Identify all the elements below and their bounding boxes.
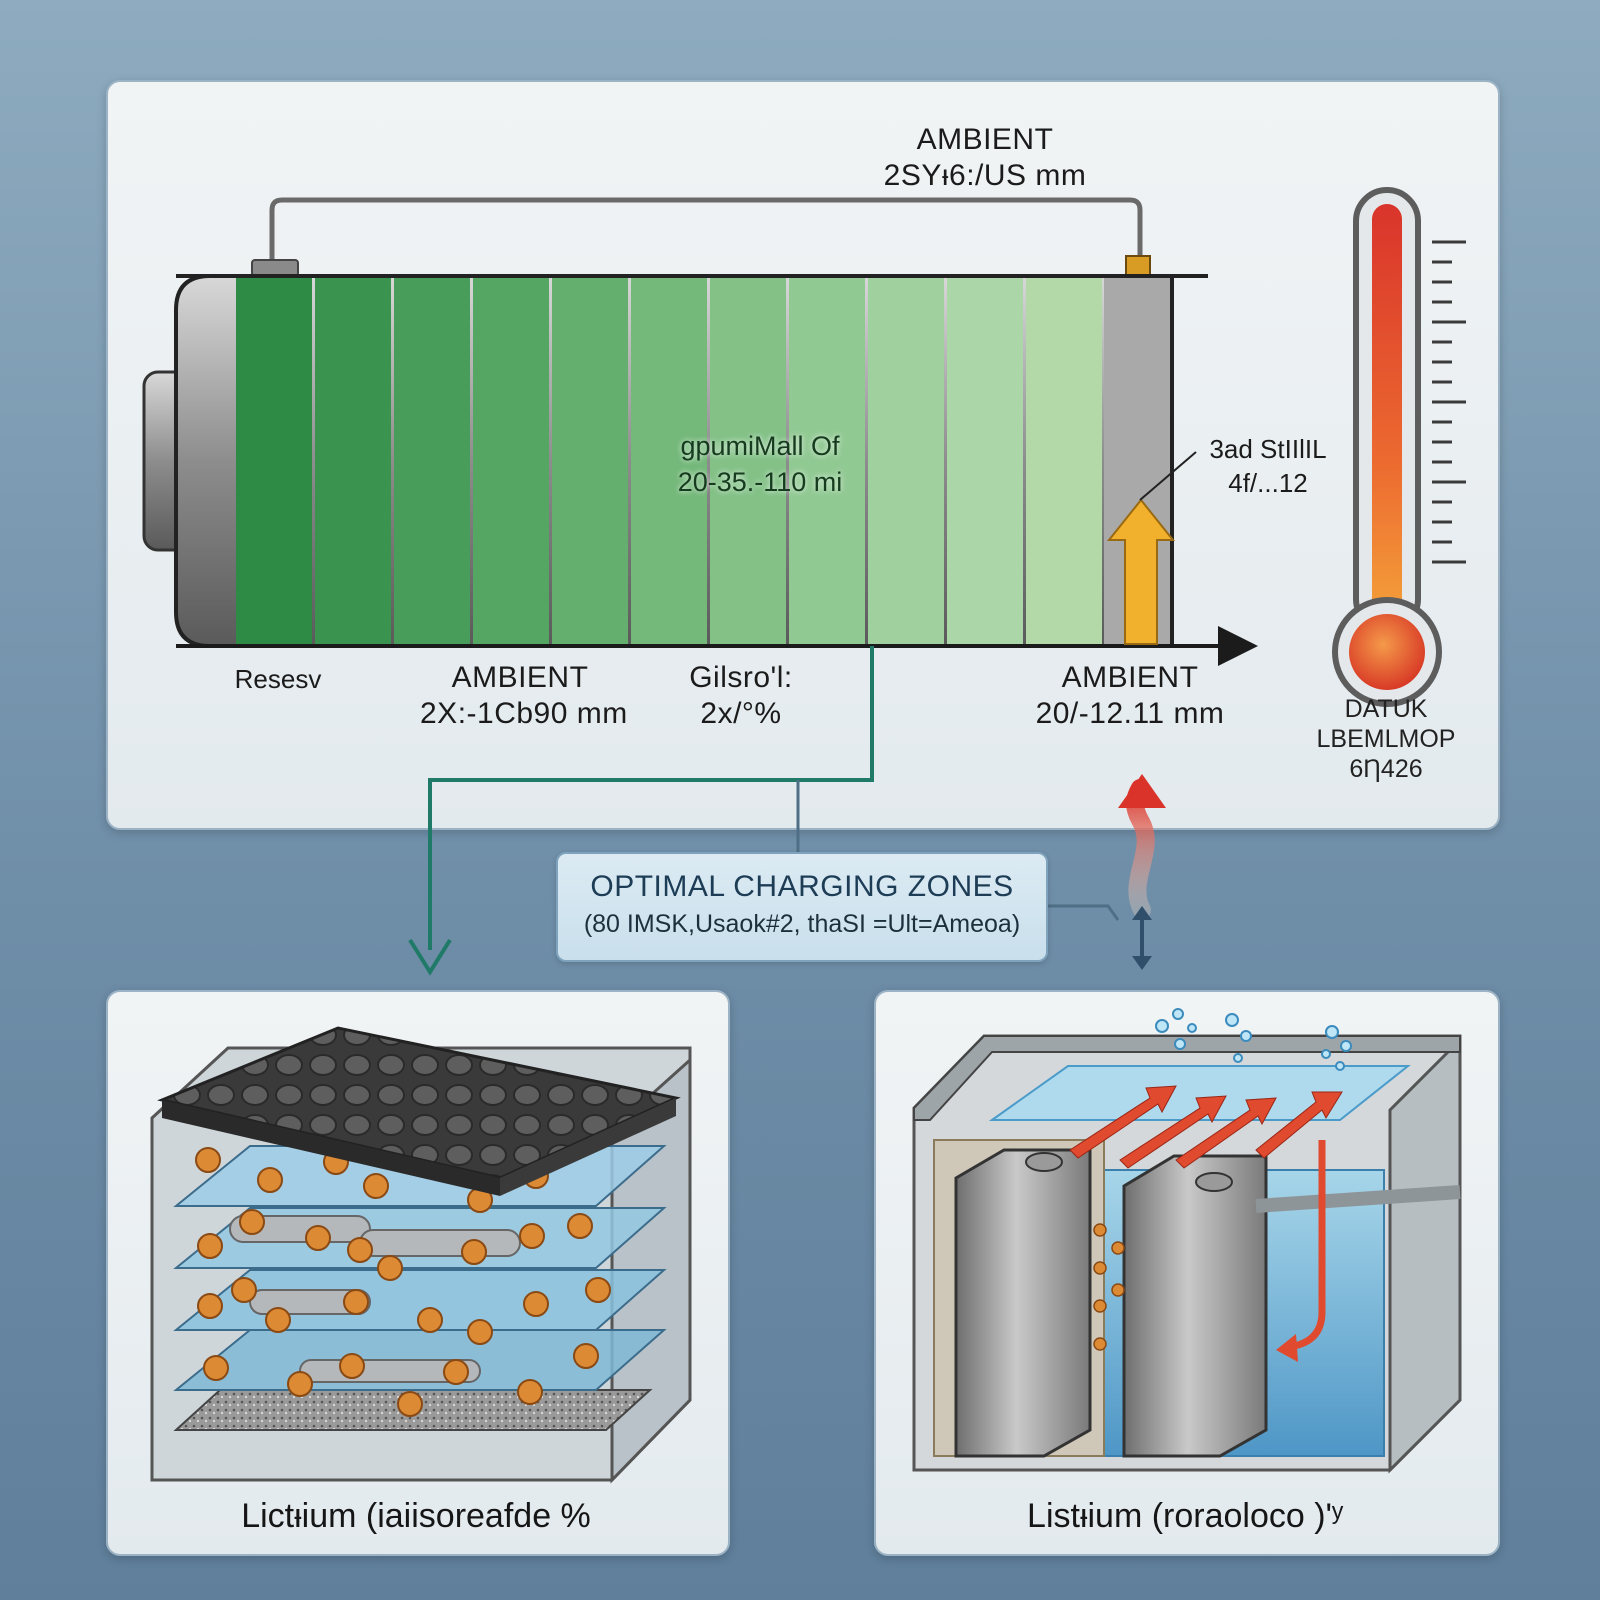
- water-cooled-cell-illustration: [912, 1008, 1462, 1474]
- center-charge-line1: gpumiMall Of: [680, 431, 840, 461]
- thermometer-label: DATUK LBEMLMOP 6Ƞ426: [1296, 694, 1476, 784]
- ambient-top-label: AMBIENT 2SYᵻ6:/US mm: [880, 122, 1090, 194]
- heat-rise-line2: 4f/...12: [1228, 468, 1308, 498]
- ambient-2-value: 20/-12.11 mm: [1035, 697, 1225, 730]
- thermometer-icon: [1332, 187, 1466, 707]
- heat-up-arrow: [1106, 498, 1176, 645]
- sensor-wire: [269, 197, 1143, 268]
- optimal-charging-zones-box: OPTIMAL CHARGING ZONES (80 IMSK,Usaok#2,…: [556, 852, 1048, 962]
- ambient-2-title: AMBIENT: [1061, 661, 1199, 694]
- center-charge-label: gpumiMall Of 20-35.-110 mi: [640, 428, 880, 500]
- teal-connector: [428, 646, 874, 950]
- charging-zones-subtitle: (80 IMSK,Usaok#2, thaSI =Ult=Ameoa): [583, 910, 1021, 938]
- thermometer-line3: 6Ƞ426: [1349, 755, 1423, 783]
- heat-rise-label: 3ad StIIlIL 4f/...12: [1188, 432, 1348, 500]
- right-panel-caption: Listᵻium (roraoloco )'ʸ: [1027, 1497, 1343, 1535]
- charging-zones-title: OPTIMAL CHARGING ZONES: [590, 870, 1014, 903]
- ambient-2-label: AMBIENT 20/-12.11 mm: [1030, 660, 1230, 732]
- left-panel-caption: Lictᵻium (iaiisoreafde %: [241, 1497, 591, 1535]
- thermometer-line2: LBEMLMOP: [1316, 725, 1456, 753]
- teal-arrowhead: [408, 938, 452, 976]
- sensor-right: [1125, 255, 1151, 277]
- layered-cell-illustration: [150, 1026, 692, 1484]
- ambient-1-label: AMBIENT 2X:-1Cb90 mm: [420, 660, 628, 732]
- bidirectional-arrow: [1132, 906, 1152, 970]
- thermometer-line1: DATUK: [1344, 695, 1428, 723]
- gilsro-line1: Gilsro'l:: [689, 661, 793, 694]
- gilsro-line2: 2x/°%: [700, 697, 782, 730]
- ambient-1-title: AMBIENT: [451, 661, 589, 694]
- charge-gradient: [236, 278, 1102, 644]
- heat-wave-arrow: [1118, 774, 1166, 919]
- ambient-1-value: 2X:-1Cb90 mm: [420, 697, 628, 730]
- pointer-line: [1139, 451, 1197, 501]
- heat-rise-line1: 3ad StIIlIL: [1209, 434, 1327, 464]
- sensor-left: [251, 259, 299, 277]
- resesv-label: Resesv: [234, 664, 322, 694]
- gilsro-label: Gilsro'l: 2x/°%: [676, 660, 806, 732]
- center-charge-line2: 20-35.-110 mi: [677, 467, 843, 497]
- ambient-top-value: 2SYᵻ6:/US mm: [883, 159, 1087, 192]
- ambient-top-title: AMBIENT: [916, 123, 1054, 156]
